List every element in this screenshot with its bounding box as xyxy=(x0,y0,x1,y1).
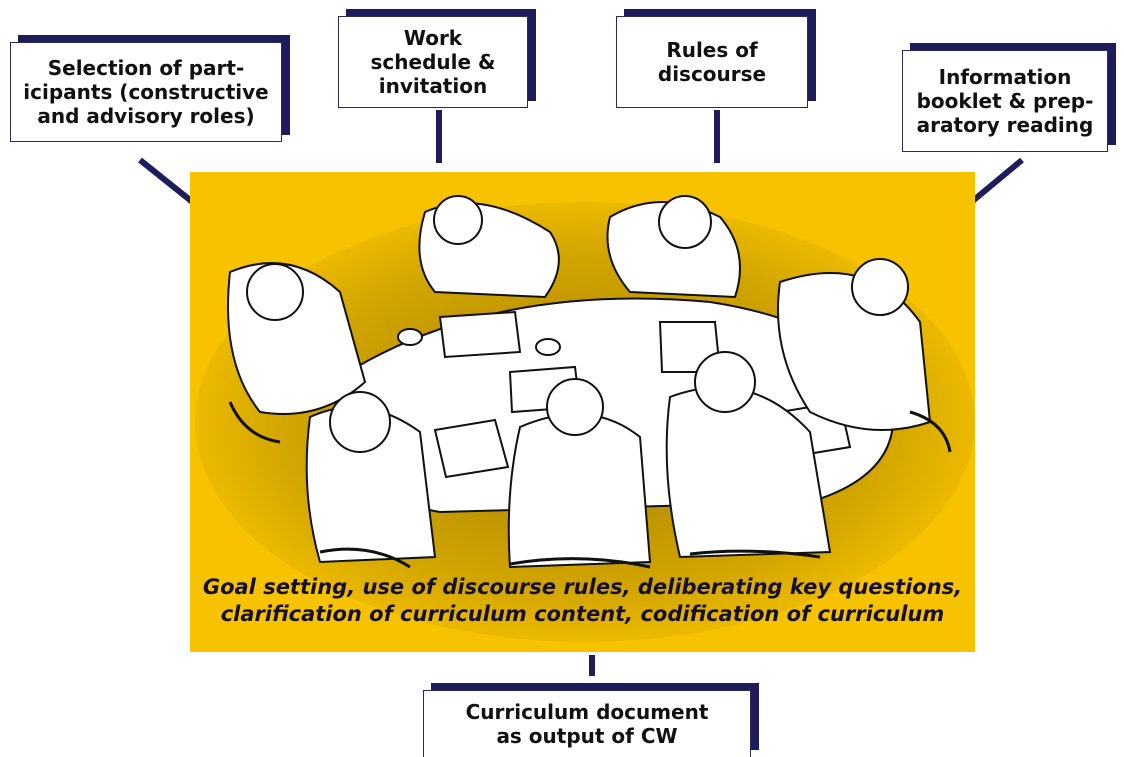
output-box: Curriculum document as output of CW xyxy=(423,690,751,757)
output-text: Curriculum document as output of CW xyxy=(465,700,709,748)
rules-box: Rules of discourse xyxy=(616,16,808,108)
participants-figures xyxy=(227,195,932,569)
rules-text: Rules of discourse xyxy=(657,38,767,86)
chairs xyxy=(228,401,952,569)
participants-box: Selection of part- icipants (constructiv… xyxy=(10,42,282,142)
participants-text: Selection of part- icipants (constructiv… xyxy=(23,56,269,128)
goal-caption: Goal setting, use of discourse rules, de… xyxy=(202,575,963,626)
schedule-text: Work schedule & invitation xyxy=(370,26,496,98)
schedule-box: Work schedule & invitation xyxy=(338,16,528,108)
booklet-box: Information booklet & prep- aratory read… xyxy=(902,50,1108,152)
meeting-panel: Goal setting, use of discourse rules, de… xyxy=(190,172,975,652)
booklet-text: Information booklet & prep- aratory read… xyxy=(916,65,1094,137)
meeting-illustration xyxy=(195,195,975,642)
